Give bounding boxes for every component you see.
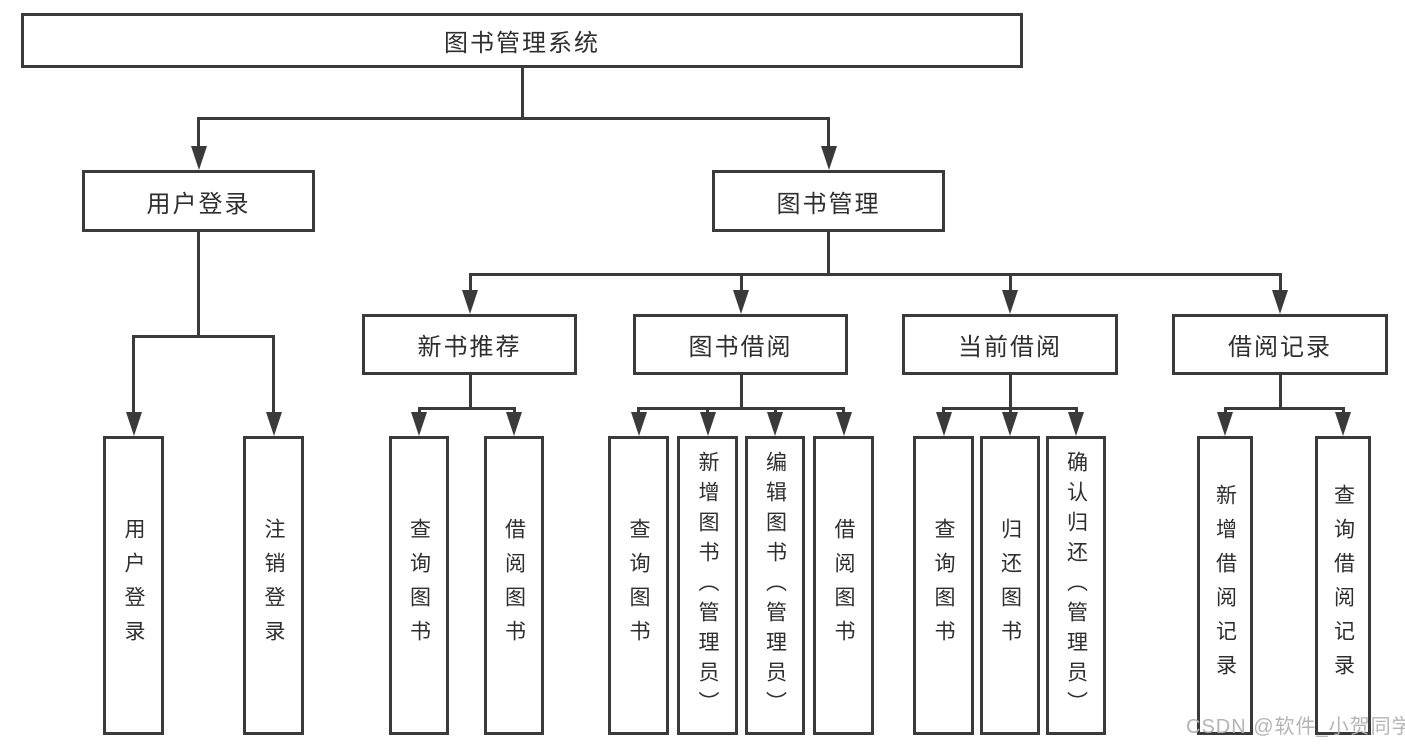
connector-vline <box>1008 407 1012 416</box>
leaf-query-books: 查询图书 <box>608 436 669 735</box>
node-user-login: 用户登录 <box>82 170 315 232</box>
leaf-logout: 注销登录 <box>243 436 304 735</box>
arrow-down-icon <box>1217 412 1233 436</box>
leaf-add-borrow-record: 新增借阅记录 <box>1197 436 1253 735</box>
arrow-down-icon <box>125 412 142 436</box>
connector-vline <box>1341 407 1345 416</box>
node-book-management: 图书管理 <box>712 170 945 232</box>
leaf-query-borrow-record: 查询借阅记录 <box>1315 436 1371 735</box>
connector-vline <box>197 232 200 338</box>
arrow-down-icon <box>767 412 783 436</box>
leaf-user-login: 用户登录 <box>103 436 164 735</box>
connector-vline <box>197 117 200 150</box>
arrow-down-icon <box>1272 290 1288 314</box>
leaf-borrow-books: 借阅图书 <box>813 436 874 735</box>
connector-vline <box>512 407 516 416</box>
arrow-down-icon <box>1002 412 1018 436</box>
node-current-borrowing: 当前借阅 <box>902 314 1118 375</box>
leaf-edit-books-admin: 编辑图书（管理员） <box>745 436 805 735</box>
connector-hline <box>637 407 845 410</box>
connector-hline <box>197 117 830 120</box>
connector-hline <box>417 407 516 410</box>
connector-vline <box>1008 273 1012 294</box>
connector-vline <box>739 375 743 410</box>
connector-vline <box>417 407 421 416</box>
connector-vline <box>272 335 275 416</box>
connector-vline <box>842 407 845 416</box>
connector-vline <box>468 375 472 410</box>
arrow-down-icon <box>265 412 282 436</box>
connector-vline <box>706 407 709 416</box>
node-root-title: 图书管理系统 <box>21 13 1023 68</box>
connector-vline <box>773 407 777 416</box>
leaf-return-books: 归还图书 <box>980 436 1040 735</box>
leaf-query-books: 查询图书 <box>389 436 449 735</box>
arrow-down-icon <box>190 146 207 170</box>
connector-vline <box>1223 407 1227 416</box>
connector-vline <box>827 117 830 150</box>
connector-hline <box>1223 407 1345 410</box>
connector-vline <box>132 335 135 416</box>
leaf-borrow-books: 借阅图书 <box>484 436 544 735</box>
node-book-borrowing: 图书借阅 <box>633 314 848 375</box>
connector-hline <box>132 335 275 338</box>
arrow-down-icon <box>630 412 647 436</box>
connector-vline <box>1008 375 1012 410</box>
arrow-down-icon <box>699 412 716 436</box>
connector-vline <box>739 273 743 294</box>
connector-vline <box>1278 273 1282 294</box>
arrow-down-icon <box>506 412 522 436</box>
connector-vline <box>637 407 640 416</box>
arrow-down-icon <box>820 146 837 170</box>
leaf-query-books: 查询图书 <box>913 436 974 735</box>
node-borrowing-records: 借阅记录 <box>1172 314 1388 375</box>
watermark: CSDN @软件_小贺同学 <box>1186 716 1405 738</box>
leaf-add-books-admin: 新增图书（管理员） <box>677 436 738 735</box>
arrow-down-icon <box>462 290 478 314</box>
connector-vline <box>1074 407 1078 416</box>
leaf-confirm-return-admin: 确认归还（管理员） <box>1046 436 1106 735</box>
connector-vline <box>1278 375 1282 410</box>
connector-vline <box>942 407 945 416</box>
arrow-down-icon <box>733 290 749 314</box>
arrow-down-icon <box>1068 412 1084 436</box>
arrow-down-icon <box>935 412 952 436</box>
connector-hline <box>468 273 1282 276</box>
connector-vline <box>827 232 830 275</box>
connector-vline <box>468 273 472 294</box>
connector-vline <box>520 68 524 118</box>
node-new-book-recommend: 新书推荐 <box>362 314 577 375</box>
arrow-down-icon <box>835 412 852 436</box>
arrow-down-icon <box>1002 290 1018 314</box>
arrow-down-icon <box>411 412 427 436</box>
arrow-down-icon <box>1335 412 1351 436</box>
